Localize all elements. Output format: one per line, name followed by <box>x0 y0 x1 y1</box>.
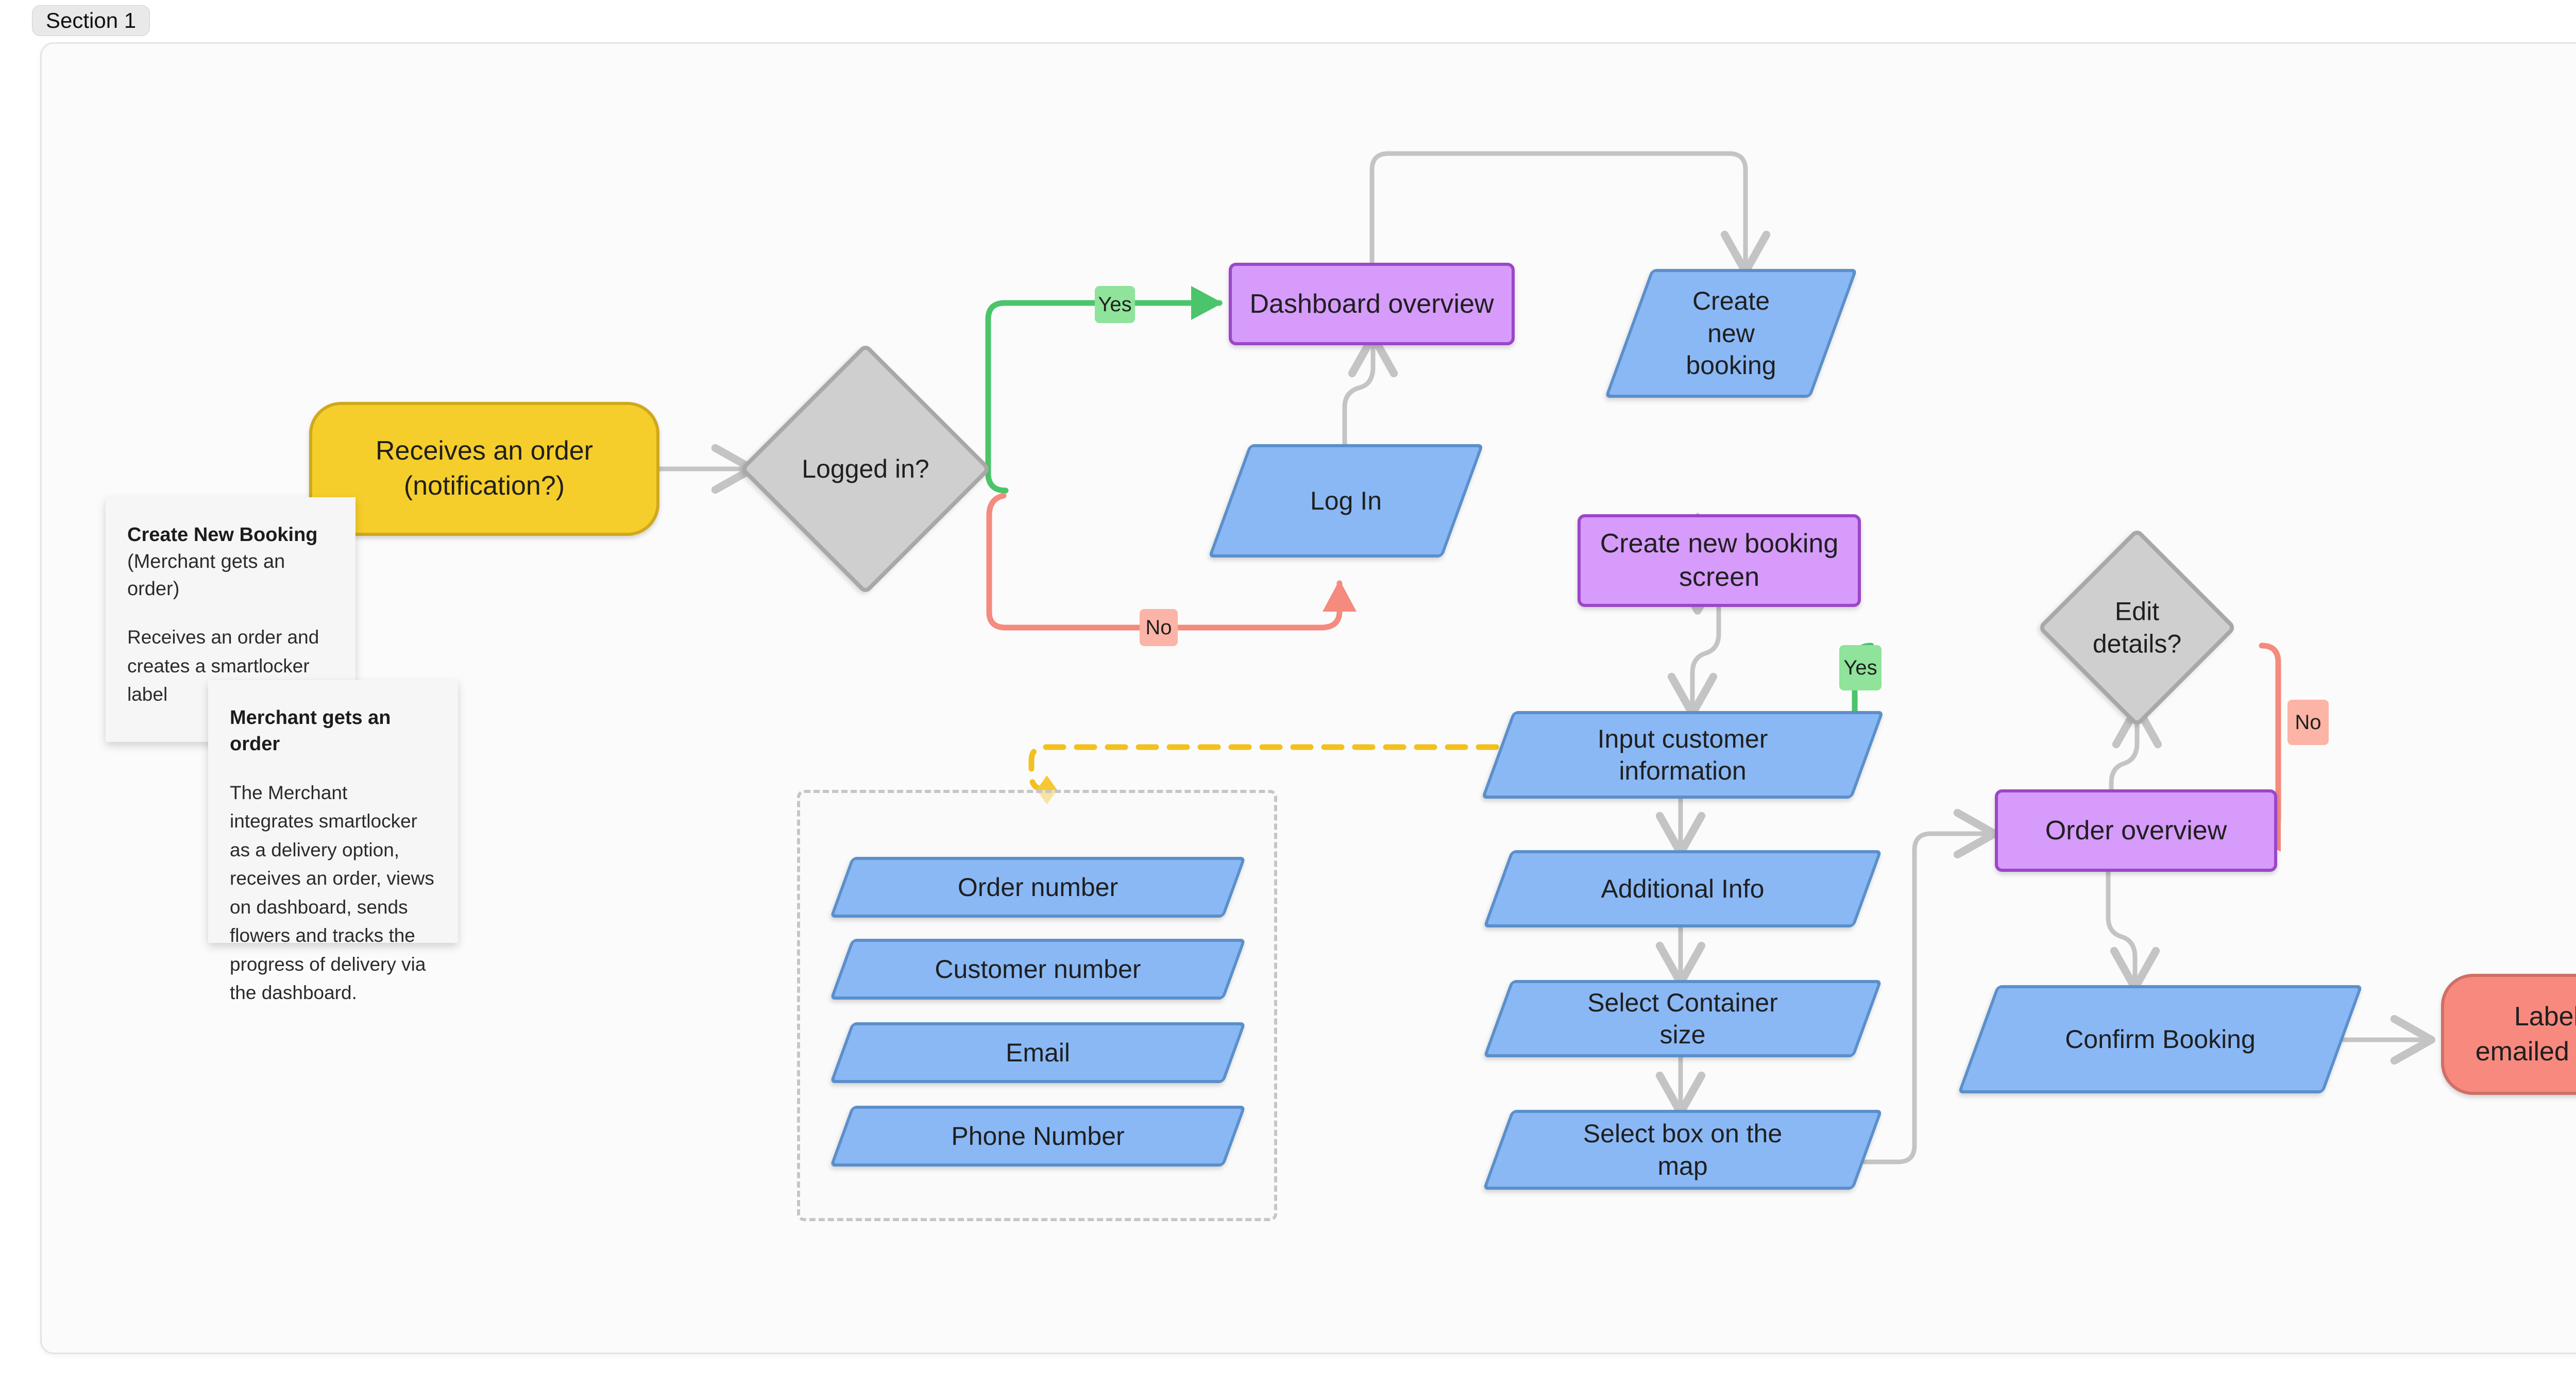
node-edit-details-label: Edit details? <box>2092 597 2182 658</box>
node-create-new-booking[interactable]: Create new booking <box>1604 269 1858 398</box>
note-subtitle: (Merchant gets an order) <box>127 551 285 600</box>
note-title: Create New Booking <box>127 524 318 546</box>
node-create-new-booking-screen[interactable]: Create new booking screen <box>1578 514 1861 607</box>
note-title: Merchant gets an order <box>230 707 391 755</box>
note-body: The Merchant integrates smartlocker as a… <box>230 782 434 1004</box>
node-select-container-size[interactable]: Select Container size <box>1483 980 1883 1057</box>
node-confirm-booking-label: Confirm Booking <box>2065 1024 2256 1054</box>
node-select-container-size-label: Select Container size <box>1587 988 1778 1050</box>
node-log-in[interactable]: Log In <box>1208 444 1484 558</box>
node-input-customer-information[interactable]: Input customer information <box>1481 711 1884 799</box>
node-dashboard-overview[interactable]: Dashboard overview <box>1229 263 1515 345</box>
node-logged-in-label: Logged in? <box>802 454 929 483</box>
edge-label-text: No <box>2295 711 2321 734</box>
node-order-overview[interactable]: Order overview <box>1995 789 2277 872</box>
node-label-created-label: Label created and emailed to you/custome… <box>2475 1001 2576 1067</box>
node-additional-info-label: Additional Info <box>1601 874 1765 903</box>
node-additional-info[interactable]: Additional Info <box>1483 850 1883 927</box>
node-create-new-booking-screen-label: Create new booking screen <box>1600 529 1839 592</box>
node-receives-order-label: Receives an order (notification?) <box>376 436 593 501</box>
node-create-new-booking-label: Create new booking <box>1686 286 1776 380</box>
node-label-created[interactable]: Label created and emailed to you/custome… <box>2441 974 2576 1095</box>
node-select-box-on-map-label: Select box on the map <box>1583 1119 1783 1180</box>
node-customer-number-label: Customer number <box>935 954 1141 984</box>
node-dashboard-overview-label: Dashboard overview <box>1249 289 1494 319</box>
edge-label-logged-in-yes[interactable]: Yes <box>1095 286 1135 323</box>
edge-label-text: Yes <box>1843 656 1877 679</box>
note-card-merchant-gets-an-order[interactable]: Merchant gets an order The Merchant inte… <box>208 680 458 1003</box>
node-phone-number[interactable]: Phone Number <box>829 1106 1246 1167</box>
section-badge[interactable]: Section 1 <box>32 5 150 36</box>
edge-label-edit-details-no[interactable]: No <box>2287 700 2329 745</box>
edge-label-edit-details-yes[interactable]: Yes <box>1839 645 1882 690</box>
node-order-overview-label: Order overview <box>2045 815 2227 846</box>
node-customer-number[interactable]: Customer number <box>829 939 1246 1000</box>
node-select-box-on-map[interactable]: Select box on the map <box>1482 1110 1883 1190</box>
edge-label-text: Yes <box>1098 293 1132 316</box>
note-body: Receives an order and creates a smartloc… <box>127 627 319 705</box>
edge-label-logged-in-no[interactable]: No <box>1140 609 1178 646</box>
node-confirm-booking[interactable]: Confirm Booking <box>1957 985 2363 1093</box>
node-email-label: Email <box>1005 1038 1071 1067</box>
node-order-number[interactable]: Order number <box>829 857 1246 918</box>
node-phone-number-label: Phone Number <box>951 1121 1125 1151</box>
node-order-number-label: Order number <box>957 872 1118 902</box>
node-log-in-label: Log In <box>1310 486 1382 515</box>
node-input-customer-information-label: Input customer information <box>1597 724 1768 786</box>
edge-label-text: No <box>1145 616 1172 639</box>
node-email[interactable]: Email <box>829 1022 1246 1083</box>
node-receives-order[interactable]: Receives an order (notification?) <box>309 402 659 536</box>
